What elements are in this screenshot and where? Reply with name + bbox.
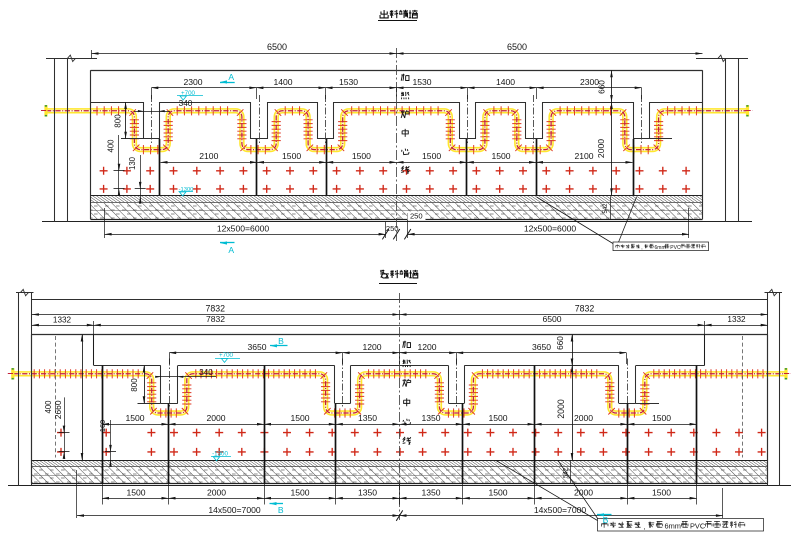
svg-text:1400: 1400 [496, 77, 515, 87]
svg-text:800: 800 [130, 378, 139, 392]
svg-text:1332: 1332 [727, 315, 746, 324]
svg-text:+700: +700 [181, 90, 195, 97]
svg-text:800: 800 [113, 114, 122, 128]
svg-text:7832: 7832 [575, 303, 595, 313]
svg-text:,: , [644, 524, 646, 531]
svg-text:1350: 1350 [358, 413, 377, 423]
svg-text:2000: 2000 [207, 488, 226, 498]
svg-text:-1300: -1300 [212, 451, 228, 458]
svg-text:7832: 7832 [206, 314, 225, 324]
svg-text:660: 660 [597, 80, 606, 94]
svg-text:B: B [278, 505, 284, 515]
svg-text:400: 400 [107, 139, 116, 153]
svg-text:660: 660 [556, 336, 565, 350]
svg-text:+700: +700 [219, 352, 233, 359]
svg-text:1500: 1500 [488, 488, 507, 498]
svg-text:250: 250 [386, 224, 399, 233]
svg-text:1500: 1500 [652, 413, 671, 423]
svg-text:2000: 2000 [596, 139, 606, 158]
svg-text:12x500=6000: 12x500=6000 [524, 223, 577, 233]
svg-text:2300: 2300 [580, 77, 599, 87]
svg-text:1500: 1500 [126, 488, 145, 498]
svg-text:14x500=7000: 14x500=7000 [534, 505, 587, 515]
svg-text:1500: 1500 [422, 151, 441, 161]
svg-text:400: 400 [44, 400, 53, 414]
svg-text:2000: 2000 [206, 413, 225, 423]
svg-text:542: 542 [603, 203, 609, 214]
svg-text:1500: 1500 [652, 488, 671, 498]
svg-text:1500: 1500 [282, 151, 301, 161]
svg-text:B: B [278, 336, 284, 346]
svg-text:2660: 2660 [53, 400, 63, 419]
svg-text:340: 340 [179, 99, 193, 108]
svg-text:PVC: PVC [690, 522, 706, 531]
svg-text:3650: 3650 [532, 342, 551, 352]
svg-text:1530: 1530 [339, 77, 358, 87]
svg-text:1500: 1500 [491, 151, 510, 161]
svg-text:7832: 7832 [206, 303, 226, 313]
svg-text:14x500=7000: 14x500=7000 [208, 505, 261, 515]
svg-text:-1300: -1300 [179, 187, 194, 193]
svg-text:1500: 1500 [125, 413, 144, 423]
svg-text:1500: 1500 [352, 151, 371, 161]
svg-text:1200: 1200 [362, 342, 381, 352]
svg-text:6mm: 6mm [655, 245, 666, 251]
svg-text:6500: 6500 [507, 42, 527, 52]
svg-text:1350: 1350 [421, 488, 440, 498]
svg-text:3650: 3650 [247, 342, 266, 352]
svg-text:1332: 1332 [53, 316, 72, 325]
svg-text:6500: 6500 [542, 314, 561, 324]
svg-text:,: , [641, 245, 642, 251]
svg-text:1400: 1400 [273, 77, 292, 87]
svg-text:130: 130 [128, 156, 137, 170]
svg-text:2000: 2000 [556, 399, 566, 419]
svg-text:1500: 1500 [488, 413, 507, 423]
svg-text:2300: 2300 [183, 77, 202, 87]
svg-text:1200: 1200 [417, 342, 436, 352]
svg-text:1350: 1350 [358, 488, 377, 498]
svg-text:1500: 1500 [290, 413, 309, 423]
svg-text:A: A [228, 72, 234, 82]
svg-text:B: B [603, 515, 609, 525]
svg-text:2000: 2000 [574, 413, 593, 423]
svg-text:2000: 2000 [574, 488, 593, 498]
svg-text:1350: 1350 [421, 413, 440, 423]
svg-text:1530: 1530 [412, 77, 431, 87]
svg-text:340: 340 [199, 368, 213, 377]
svg-text:6500: 6500 [267, 42, 287, 52]
svg-text:2100: 2100 [199, 151, 218, 161]
svg-text:A: A [228, 245, 234, 255]
svg-text:12x500=6000: 12x500=6000 [217, 223, 270, 233]
svg-text:1500: 1500 [290, 488, 309, 498]
svg-text:6mm: 6mm [665, 522, 681, 531]
svg-text:2100: 2100 [574, 151, 593, 161]
svg-text:160: 160 [98, 420, 107, 432]
svg-text:250: 250 [410, 212, 423, 221]
svg-text:PVC: PVC [670, 245, 681, 251]
